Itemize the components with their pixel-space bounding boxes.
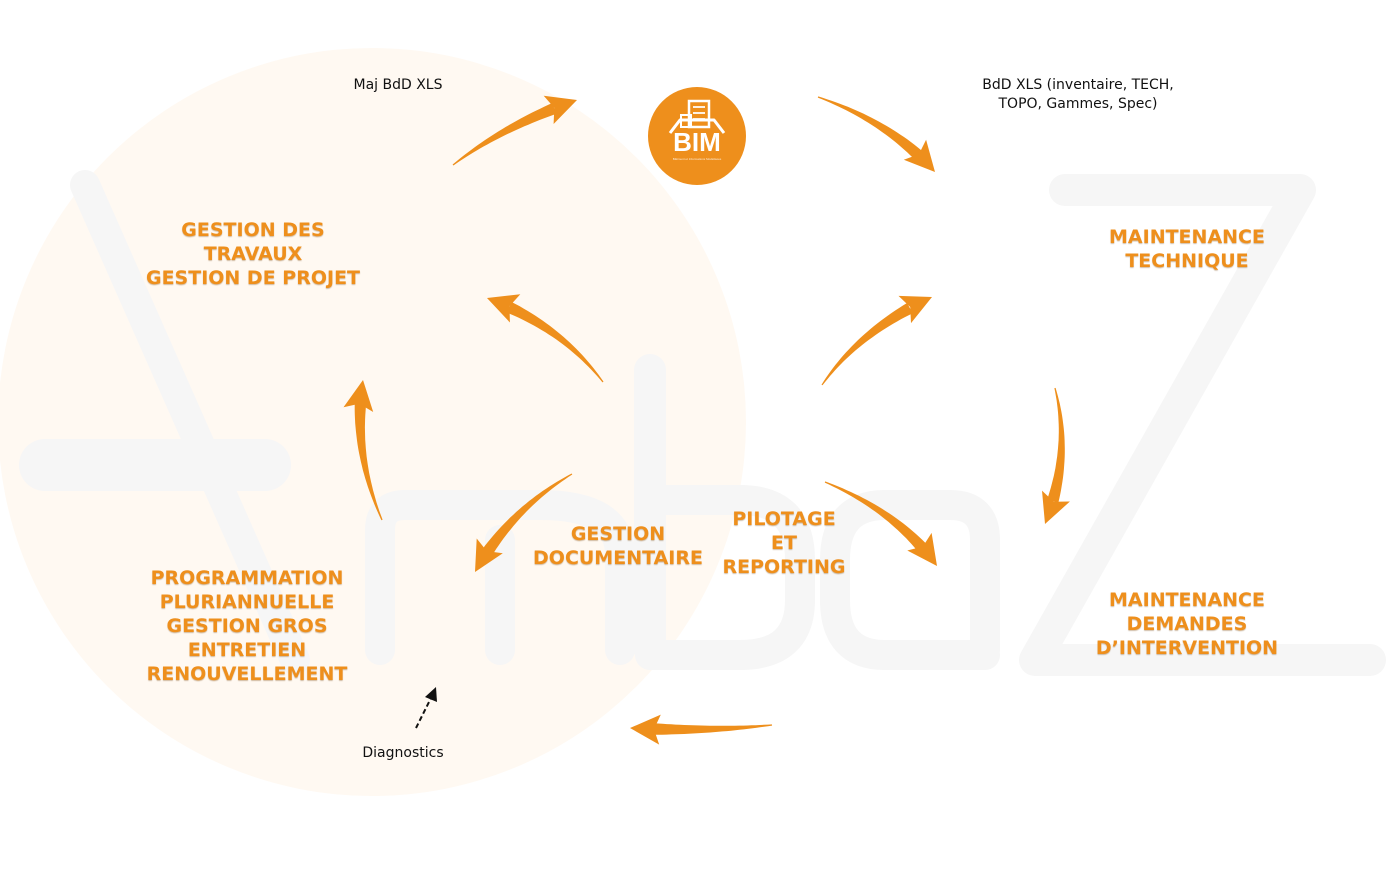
arrow-head: [343, 380, 374, 412]
arrow-travaux-to-bim: [452, 95, 577, 166]
arrow-head: [907, 532, 937, 566]
arrow-shaft: [1047, 387, 1065, 503]
arrow-programmation-to-travaux: [343, 380, 383, 521]
bim-logo: BIM Bâtiment et Informations Modélisées: [648, 87, 746, 185]
arrow-shaft: [482, 473, 573, 556]
node-line: DEMANDES: [1126, 613, 1248, 635]
node-line: DOCUMENTAIRE: [533, 547, 703, 569]
arrow-head: [487, 294, 521, 323]
node-line: D’INTERVENTION: [1095, 637, 1279, 659]
node-line: PILOTAGE: [732, 508, 836, 530]
building-icon: [668, 99, 726, 134]
note-line: Diagnostics: [362, 745, 444, 761]
arrow-center-to-programmation: [475, 473, 573, 572]
arrow-diagnostics: [415, 687, 437, 729]
node-line: GESTION: [570, 523, 666, 545]
node-maintenance-demandes-intervention: MAINTENANCE DEMANDES D’INTERVENTION: [1057, 588, 1317, 660]
arrow-bim-to-maint-tech: [817, 96, 935, 172]
node-line: GESTION DES: [181, 219, 325, 241]
node-line: TECHNIQUE: [1125, 250, 1249, 272]
arrow-shaft: [817, 96, 924, 161]
node-line: REPORTING: [722, 556, 846, 578]
bim-logo-text: BIM: [673, 127, 721, 157]
note-bdd-xls: BdD XLS (inventaire, TECH, TOPO, Gammes,…: [938, 76, 1218, 114]
node-programmation-pluriannuelle: PROGRAMMATION PLURIANNUELLE GESTION GROS…: [107, 566, 387, 686]
node-line: ENTRETIEN: [187, 639, 307, 661]
arrow-di-to-center-bottom: [630, 714, 773, 745]
arrow-shaft: [452, 103, 557, 166]
arrow-shaft: [821, 303, 913, 386]
node-gestion-travaux: GESTION DES TRAVAUX GESTION DE PROJET: [113, 218, 393, 290]
node-line: MAINTENANCE: [1109, 226, 1265, 248]
node-line: MAINTENANCE: [1109, 589, 1265, 611]
note-line: TOPO, Gammes, Spec): [998, 96, 1158, 112]
node-line: PROGRAMMATION: [150, 567, 344, 589]
node-gestion-documentaire: GESTION DOCUMENTAIRE: [518, 522, 718, 570]
arrow-head: [630, 714, 661, 745]
arrow-head: [425, 687, 437, 702]
arrow-shaft: [506, 302, 604, 383]
arrow-center-to-maint-tech: [821, 295, 932, 386]
arrow-head: [543, 95, 577, 124]
node-line: GESTION DE PROJET: [145, 267, 361, 289]
node-line: GESTION GROS: [166, 615, 328, 637]
node-line: TRAVAUX: [203, 243, 303, 265]
node-maintenance-technique: MAINTENANCE TECHNIQUE: [1067, 225, 1307, 273]
arrow-shaft: [824, 481, 928, 554]
arrow-head: [475, 538, 503, 572]
arrow-head: [898, 295, 932, 324]
note-diagnostics: Diagnostics: [343, 744, 463, 763]
arrow-head: [1042, 490, 1070, 524]
arrow-shaft: [354, 401, 383, 521]
note-line: BdD XLS (inventaire, TECH,: [982, 77, 1174, 93]
arrow-center-to-maint-di: [824, 481, 937, 566]
arrow-shaft: [415, 697, 432, 729]
note-maj-bdd: Maj BdD XLS: [318, 76, 478, 95]
bim-logo-caption: Bâtiment et Informations Modélisées: [672, 157, 722, 161]
node-line: PLURIANNUELLE: [159, 591, 335, 613]
arrow-head: [903, 139, 935, 172]
node-line: ET: [771, 532, 797, 554]
node-line: RENOUVELLEMENT: [146, 663, 348, 685]
node-pilotage-reporting: PILOTAGE ET REPORTING: [704, 507, 864, 579]
arrow-maint-tech-to-di: [1042, 387, 1070, 524]
arrow-center-to-travaux: [487, 294, 604, 383]
note-line: Maj BdD XLS: [353, 77, 443, 93]
arrow-shaft: [653, 723, 773, 735]
